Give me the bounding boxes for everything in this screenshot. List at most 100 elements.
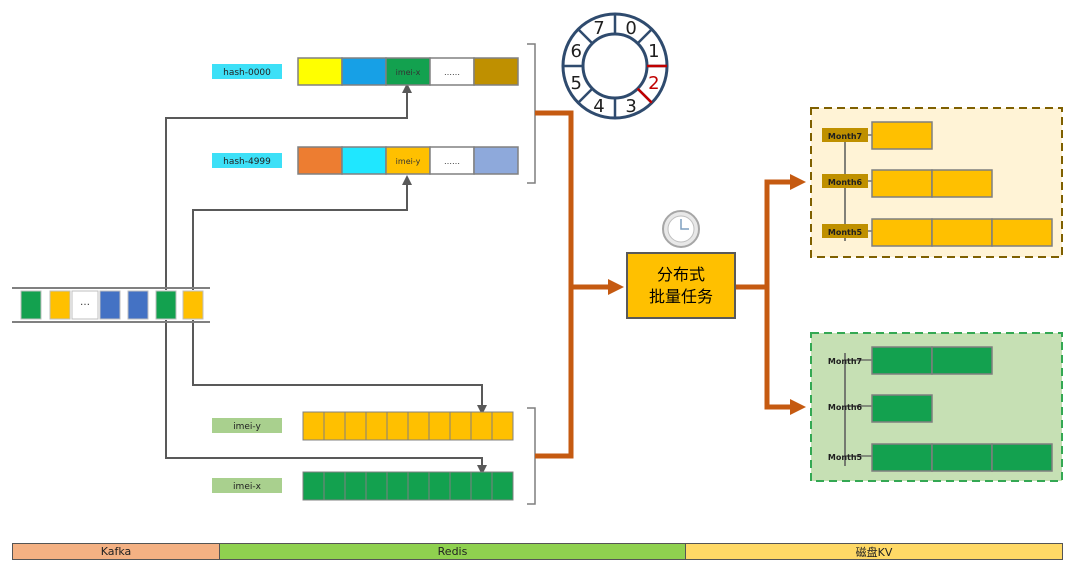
redis-imei-lists: imei-y imei-x xyxy=(212,411,514,501)
imei-list-item xyxy=(344,411,367,441)
imei-list-item xyxy=(386,471,409,501)
kv-month-tag xyxy=(822,174,868,188)
ring-inner xyxy=(581,32,649,100)
imei-list-item xyxy=(470,411,493,441)
kv-value-cell xyxy=(871,121,933,150)
queue-message xyxy=(49,290,71,320)
ring-slot-number: 2 xyxy=(648,73,659,94)
task-line-2: 批量任务 xyxy=(649,287,713,306)
ring-slot-number: 3 xyxy=(625,96,636,117)
task-line-1: 分布式 xyxy=(657,265,705,284)
hash-key-text: hash-0000 xyxy=(223,68,271,78)
hash-field-text: …… xyxy=(444,157,460,166)
flow-task-to-kv-yellow xyxy=(736,174,806,290)
hash-field xyxy=(341,146,387,175)
ring-divider xyxy=(636,28,653,45)
imei-list-item xyxy=(449,411,472,441)
imei-list-item xyxy=(323,411,346,441)
imei-list-item xyxy=(344,471,367,501)
hash-bracket xyxy=(527,43,536,184)
kv-month-tag xyxy=(822,224,868,238)
hash-field xyxy=(429,57,475,86)
imei-list-item xyxy=(386,411,409,441)
clock-icon xyxy=(662,210,700,248)
imei-list-item xyxy=(428,411,451,441)
kv-value-cell xyxy=(871,443,933,472)
kafka-connectors xyxy=(165,83,487,475)
hash-key-label: hash-4999 xyxy=(212,153,282,168)
kv-value-cell xyxy=(991,218,1053,247)
imei-list-text: imei-y xyxy=(233,422,261,432)
hash-field xyxy=(473,57,519,86)
flow-list-to-task xyxy=(535,287,574,459)
hash-key-text: hash-4999 xyxy=(223,157,271,167)
ring-slot-number: 4 xyxy=(593,96,604,117)
imei-list-item xyxy=(470,471,493,501)
connector-to-hash-4999 xyxy=(192,175,412,290)
imei-list-label: imei-x xyxy=(212,478,282,493)
kv-value-cell xyxy=(871,346,933,375)
queue-message xyxy=(127,290,149,320)
brackets xyxy=(527,43,536,505)
kv-month-tag xyxy=(822,128,868,142)
list-bracket xyxy=(527,407,536,505)
imei-list-item xyxy=(407,411,430,441)
imei-list-label: imei-y xyxy=(212,418,282,433)
kv-month-label: Month7 xyxy=(828,357,862,366)
imei-list-item xyxy=(449,471,472,501)
ring-divider xyxy=(577,87,594,104)
hash-key-label: hash-0000 xyxy=(212,64,282,79)
hash-field xyxy=(341,57,387,86)
kv-month-label: Month5 xyxy=(828,228,863,237)
queue-message xyxy=(155,290,177,320)
kv-value-cell xyxy=(871,218,933,247)
kv-value-cell xyxy=(931,346,993,375)
hash-field xyxy=(385,57,431,86)
connector-to-imei-y-list xyxy=(192,320,487,415)
flow-task-to-kv-green xyxy=(764,287,806,415)
queue-message xyxy=(20,290,42,320)
kv-month-label: Month7 xyxy=(828,132,862,141)
hash-field xyxy=(473,146,519,175)
ring-divider xyxy=(577,28,594,45)
kafka-queue: … xyxy=(12,287,210,323)
kv-value-cell xyxy=(931,218,993,247)
kv-month-label: Month5 xyxy=(828,453,863,462)
imei-list-item xyxy=(407,471,430,501)
hash-field-text: imei-x xyxy=(396,68,421,77)
flow-lines xyxy=(535,110,806,459)
kv-value-cell xyxy=(931,169,993,198)
queue-message xyxy=(182,290,204,320)
phase-disk-kv: 磁盘KV xyxy=(685,543,1063,560)
hash-field xyxy=(297,57,343,86)
imei-list-item xyxy=(491,411,514,441)
imei-list-item xyxy=(428,471,451,501)
imei-list-item xyxy=(302,471,325,501)
imei-list-item xyxy=(302,411,325,441)
kv-month-label: Month6 xyxy=(828,178,863,187)
ring-slot-number: 1 xyxy=(648,41,659,62)
kv-month-label: Month6 xyxy=(828,403,863,412)
kv-value-cell xyxy=(871,169,933,198)
imei-list-item xyxy=(365,471,388,501)
queue-message xyxy=(99,290,121,320)
queue-message xyxy=(71,290,99,320)
distributed-batch-task: 分布式 批量任务 xyxy=(626,252,736,319)
ring-slot-number: 0 xyxy=(625,18,636,39)
ring-slot-number: 7 xyxy=(593,18,604,39)
ring-slot-number: 5 xyxy=(570,73,581,94)
hash-field-text: imei-y xyxy=(396,157,421,166)
imei-list-item xyxy=(491,471,514,501)
connector-to-hash-0000 xyxy=(165,83,412,290)
hash-field xyxy=(385,146,431,175)
phase-kafka: Kafka xyxy=(12,543,220,560)
connector-to-imei-x-list xyxy=(165,320,487,475)
queue-ellipsis: … xyxy=(80,297,90,308)
kv-value-cell xyxy=(931,443,993,472)
phase-redis: Redis xyxy=(219,543,686,560)
